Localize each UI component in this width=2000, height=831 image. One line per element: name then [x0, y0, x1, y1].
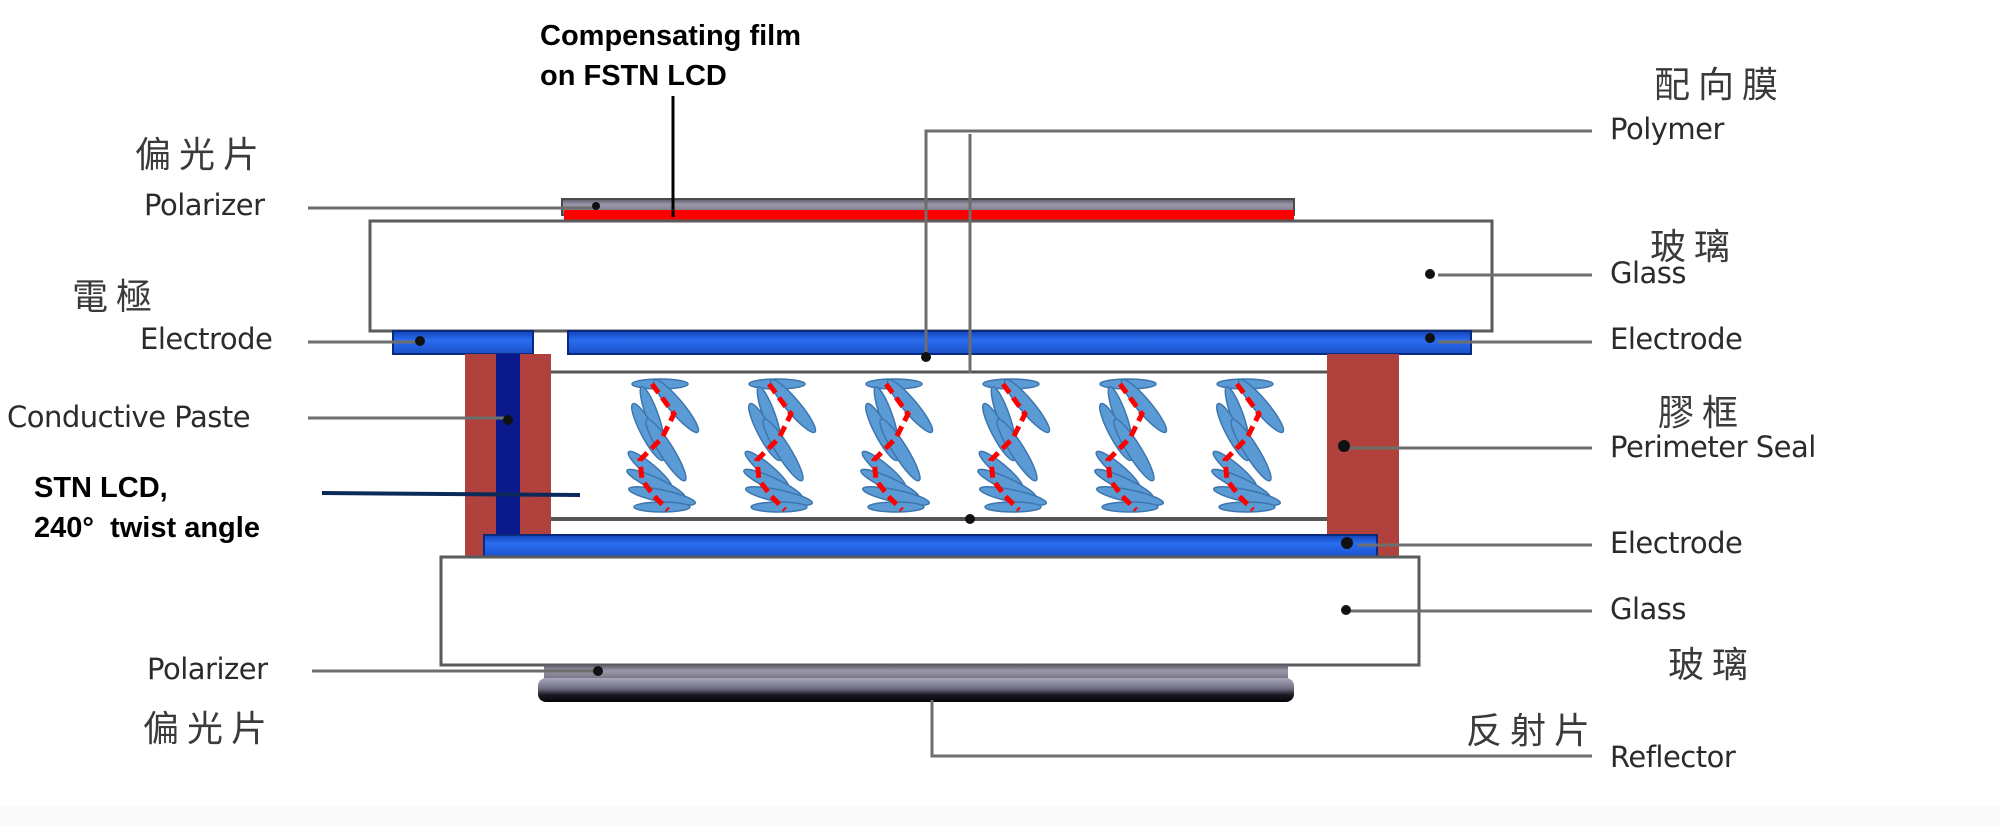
top-electrode-main [567, 330, 1472, 355]
bottom-margin [0, 806, 2000, 826]
dot-electrode-top-left [415, 336, 425, 346]
director-twist-line [871, 382, 911, 512]
label-polarizer-bottom-zh: 偏光片 [143, 709, 276, 750]
lc-molecule [1230, 418, 1272, 482]
label-polarizer-top-zh: 偏光片 [135, 135, 268, 176]
lc-molecule [996, 418, 1038, 482]
director-twist-line [1105, 382, 1145, 512]
label-reflector-zh: 反射片 [1466, 711, 1599, 752]
lc-molecule [645, 418, 687, 482]
lc-molecule [1120, 378, 1168, 434]
bottom-electrode [483, 534, 1378, 558]
label-polarizer-top: Polarizer [144, 188, 265, 222]
director-twist-line [754, 382, 794, 512]
label-electrode-bottom: Electrode [1610, 526, 1743, 560]
dot-glass-top [1425, 269, 1435, 279]
bottom-polarizer [544, 665, 1288, 681]
compensating-film-note-line-2: on FSTN LCD [540, 60, 727, 92]
dot-perimeter-seal [1338, 440, 1350, 452]
dot-electrode-bottom [1341, 537, 1353, 549]
lc-cell [555, 377, 1323, 515]
dot-polarizer-top [592, 202, 600, 210]
compensating-film [564, 210, 1294, 221]
top-glass [368, 219, 1494, 333]
dot-polarizer-bottom [593, 666, 603, 676]
lc-molecule [769, 378, 817, 434]
label-polarizer-bottom: Polarizer [147, 652, 268, 686]
label-polymer: Polymer [1610, 112, 1724, 146]
stn-lcd-note-line-1: STN LCD, [34, 472, 168, 504]
lc-molecule [1113, 418, 1155, 482]
bottom-glass [439, 555, 1421, 667]
leader-polymer [924, 129, 1592, 357]
label-perimeter-seal: Perimeter Seal [1610, 430, 1816, 464]
compensating-film-note-line-1: Compensating film [540, 20, 802, 52]
director-twist-line [988, 382, 1028, 512]
dot-electrode-top-right [1425, 333, 1435, 343]
stn-lcd-note: STN LCD, 240° twist angle [34, 468, 260, 548]
label-polymer-zh: 配向膜 [1654, 65, 1787, 106]
leader-reflector [930, 700, 1592, 758]
label-electrode-top-left-zh: 電極 [72, 277, 161, 318]
lc-molecule [1237, 378, 1285, 434]
lc-molecule [879, 418, 921, 482]
director-twist-line [1222, 382, 1262, 512]
dot-conductive-paste [503, 415, 513, 425]
liquid-crystal-layer [626, 378, 1285, 513]
stn-lcd-note-line-2: 240° twist angle [34, 512, 260, 544]
lc-molecule [652, 378, 700, 434]
label-glass-bottom: Glass [1610, 592, 1687, 626]
label-conductive-paste: Conductive Paste [7, 400, 251, 434]
label-perimeter-seal-zh: 膠框 [1658, 393, 1747, 434]
lc-molecule [886, 378, 934, 434]
label-reflector: Reflector [1610, 740, 1736, 774]
lc-molecule [1003, 378, 1051, 434]
dot-glass-bottom [1341, 605, 1351, 615]
compensating-film-note: Compensating film on FSTN LCD [540, 16, 801, 96]
conductive-paste [496, 354, 520, 544]
label-electrode-top-left: Electrode [140, 322, 273, 356]
director-twist-line [637, 382, 677, 512]
dot-polymer [921, 352, 931, 362]
label-glass-top-zh: 玻璃 [1650, 227, 1739, 268]
leader-stn-lcd [321, 491, 581, 497]
label-glass-bottom-zh: 玻璃 [1668, 645, 1757, 686]
lc-molecule [762, 418, 804, 482]
reflector [538, 678, 1294, 702]
label-electrode-top-right: Electrode [1610, 322, 1743, 356]
right-perimeter-seal [1327, 354, 1399, 556]
dot-polymer-bottom [965, 514, 975, 524]
label-glass-top: Glass [1610, 256, 1687, 290]
